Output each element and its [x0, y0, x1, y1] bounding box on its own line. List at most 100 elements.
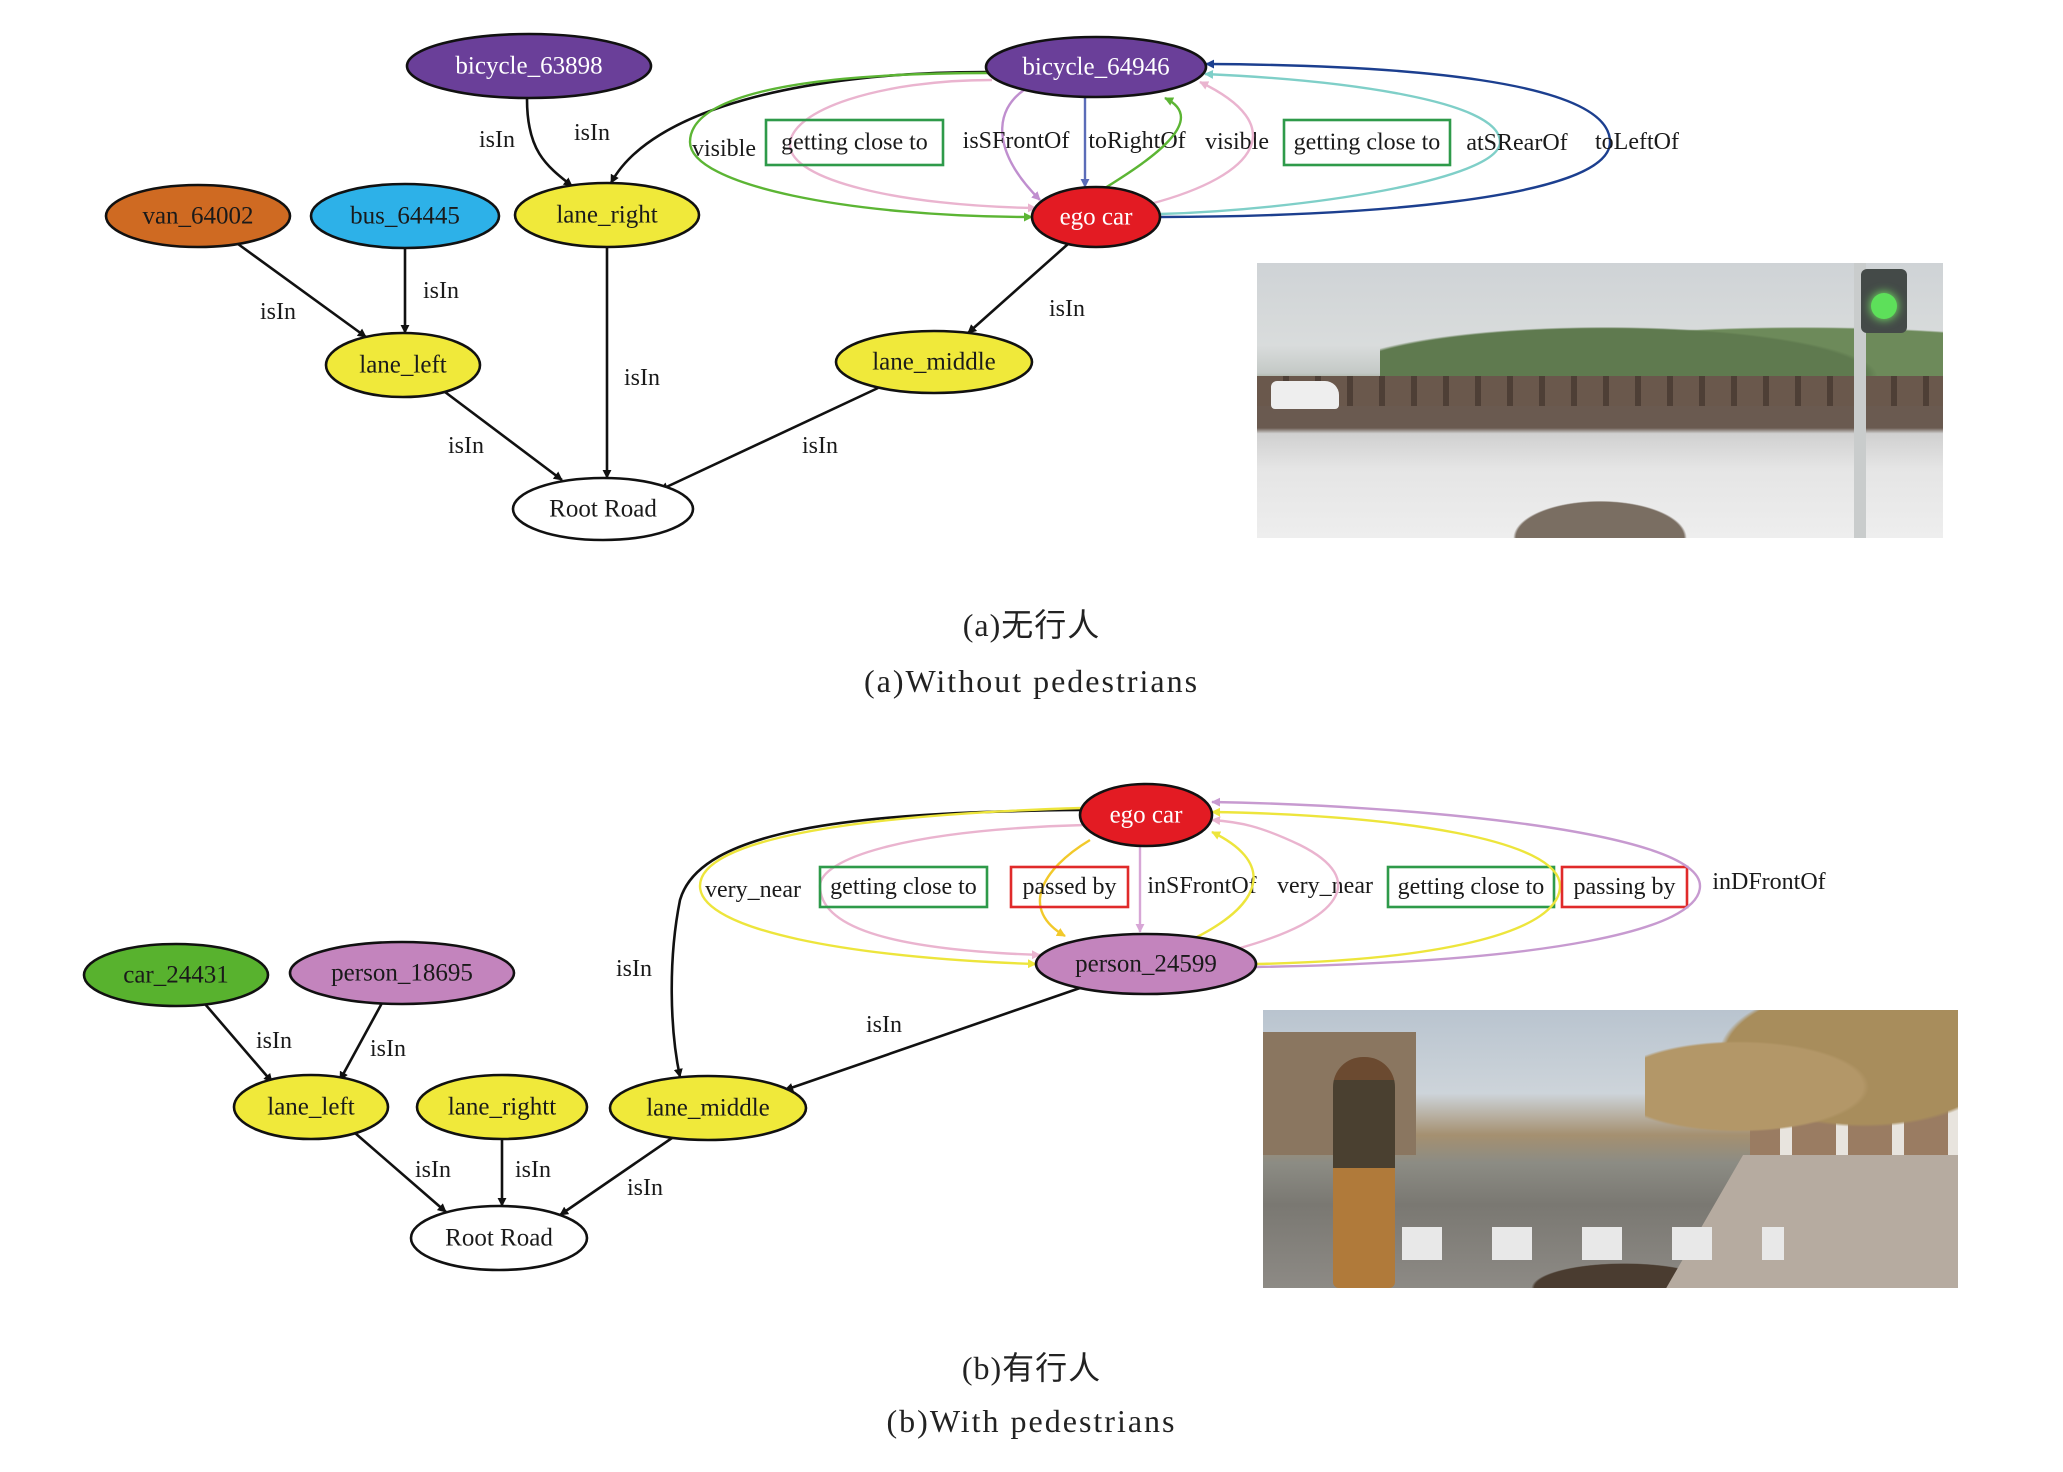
edge-van_64002-to-lane_left: isIn: [237, 242, 367, 339]
node-ellipse[interactable]: [415, 1073, 589, 1141]
node-label: ego car: [1060, 204, 1134, 231]
photo-pedestrian: [1332, 1057, 1396, 1288]
photo-van: [1270, 381, 1340, 409]
edge-person_24599-to-lane_middle: isIn: [784, 986, 1081, 1092]
edge-label: getting close to: [830, 874, 977, 900]
edge-line: [1159, 59, 1612, 219]
edge-car_24431-to-lane_left: isIn: [204, 1003, 292, 1083]
edge-label-box: [1282, 118, 1452, 167]
edge-ego_car-to-person_24599: passed by: [1009, 838, 1130, 938]
node-ellipse[interactable]: [82, 942, 270, 1008]
node-ellipse[interactable]: [409, 1204, 589, 1272]
node-label: van_64002: [142, 203, 253, 230]
node-ellipse[interactable]: [984, 35, 1208, 99]
node-ellipse[interactable]: [513, 181, 701, 249]
node-root_road[interactable]: Root Road: [511, 476, 695, 542]
edge-line: [1211, 797, 1702, 969]
edge-lane_middle-to-root_road: isIn: [659, 386, 879, 492]
node-ellipse[interactable]: [834, 329, 1034, 395]
traffic-light-icon: [1860, 268, 1907, 333]
edge-label: very_near: [1277, 873, 1373, 899]
caption-a-chinese: (a)无行人: [962, 607, 1101, 643]
edge-line: [237, 242, 367, 339]
node-lane_right[interactable]: lane_right: [513, 181, 701, 249]
edge-bicycle_64946-to-ego_car: getting close to: [764, 78, 1037, 213]
node-lane_rightt[interactable]: lane_rightt: [415, 1073, 589, 1141]
edge-label: isIn: [515, 1157, 551, 1183]
edge-label-box: [764, 118, 945, 167]
node-lane_middle[interactable]: lane_middle: [834, 329, 1034, 395]
node-label: Root Road: [549, 496, 657, 523]
node-lane_left[interactable]: lane_left: [232, 1073, 390, 1141]
edge-label: very_near: [705, 877, 801, 903]
photo-trees: [1645, 1010, 1958, 1163]
node-ellipse[interactable]: [309, 182, 501, 250]
node-label: bicycle_63898: [455, 53, 602, 80]
edge-line: [338, 1002, 384, 1081]
edge-line: [1149, 80, 1255, 206]
edge-ego_car-to-person_24599: getting close to: [818, 823, 1086, 960]
node-ellipse[interactable]: [104, 183, 292, 249]
node-person_24599[interactable]: person_24599: [1034, 932, 1258, 996]
node-ellipse[interactable]: [608, 1074, 808, 1142]
edge-person_24599-to-ego_car: passing by: [1211, 807, 1689, 966]
edge-person_24599-to-ego_car: inDFrontOf: [1211, 797, 1826, 969]
node-ellipse[interactable]: [324, 331, 482, 399]
edge-lane_right-to-root_road: isIn: [602, 247, 660, 479]
edge-bicycle_63898-to-lane_right: isIn: [479, 98, 573, 188]
edge-ego_car-to-bicycle_64946: atSRearOf: [1159, 69, 1568, 216]
node-ego_car[interactable]: ego car: [1030, 185, 1162, 249]
node-ellipse[interactable]: [288, 940, 516, 1006]
node-ego_car[interactable]: ego car: [1078, 782, 1214, 848]
edge-line: [784, 986, 1081, 1092]
edge-line: [1159, 69, 1502, 216]
edge-label: isIn: [616, 956, 652, 982]
edge-ego_car-to-person_24599: very_near: [698, 806, 1083, 969]
node-ellipse[interactable]: [1030, 185, 1162, 249]
edge-line: [354, 1132, 447, 1213]
edge-ego_car-to-bicycle_64946: visible: [1104, 96, 1269, 190]
node-root_road[interactable]: Root Road: [409, 1204, 589, 1272]
node-bicycle_63898[interactable]: bicycle_63898: [405, 32, 653, 100]
node-van_64002[interactable]: van_64002: [104, 183, 292, 249]
node-ellipse[interactable]: [1034, 932, 1258, 996]
edge-line: [688, 71, 1033, 222]
edge-label: inSFrontOf: [1147, 873, 1256, 899]
edge-label: toLeftOf: [1595, 129, 1679, 155]
edge-bicycle_64946-to-ego_car: visible: [688, 71, 1033, 222]
node-bus_64445[interactable]: bus_64445: [309, 182, 501, 250]
node-label: lane_left: [359, 352, 447, 379]
edge-person_24599-to-ego_car: getting close to: [1211, 816, 1556, 950]
edge-label: toRightOf: [1088, 128, 1185, 154]
edge-line: [1194, 830, 1255, 940]
edge-lane_left-to-root_road: isIn: [354, 1132, 451, 1213]
edge-ego_car-to-lane_middle: isIn: [967, 243, 1085, 334]
node-ellipse[interactable]: [232, 1073, 390, 1141]
photo-wall: [1257, 375, 1943, 406]
edge-label: isIn: [574, 120, 610, 146]
node-person_18695[interactable]: person_18695: [288, 940, 516, 1006]
node-car_24431[interactable]: car_24431: [82, 942, 270, 1008]
edge-line: [967, 243, 1069, 334]
edge-label: atSRearOf: [1466, 130, 1567, 156]
edge-label: isIn: [624, 365, 660, 391]
node-lane_middle[interactable]: lane_middle: [608, 1074, 808, 1142]
photo-sidewalk: [1666, 1154, 1958, 1288]
edge-label: getting close to: [781, 130, 928, 156]
edge-label: getting close to: [1398, 874, 1545, 900]
node-lane_left[interactable]: lane_left: [324, 331, 482, 399]
edge-lane_middle-to-root_road: isIn: [559, 1136, 673, 1217]
node-label: bus_64445: [350, 203, 460, 230]
node-ellipse[interactable]: [405, 32, 653, 100]
node-label: lane_middle: [872, 349, 996, 376]
node-ellipse[interactable]: [511, 476, 695, 542]
node-label: lane_right: [556, 202, 657, 229]
caption-b-chinese: (b)有行人: [961, 1350, 1102, 1386]
node-ellipse[interactable]: [1078, 782, 1214, 848]
graph-b-nodes: ego car person_24599 car_24431 person_18695…: [82, 782, 1258, 1272]
node-bicycle_64946[interactable]: bicycle_64946: [984, 35, 1208, 99]
node-label: lane_middle: [646, 1095, 770, 1122]
edge-label: isIn: [802, 433, 838, 459]
